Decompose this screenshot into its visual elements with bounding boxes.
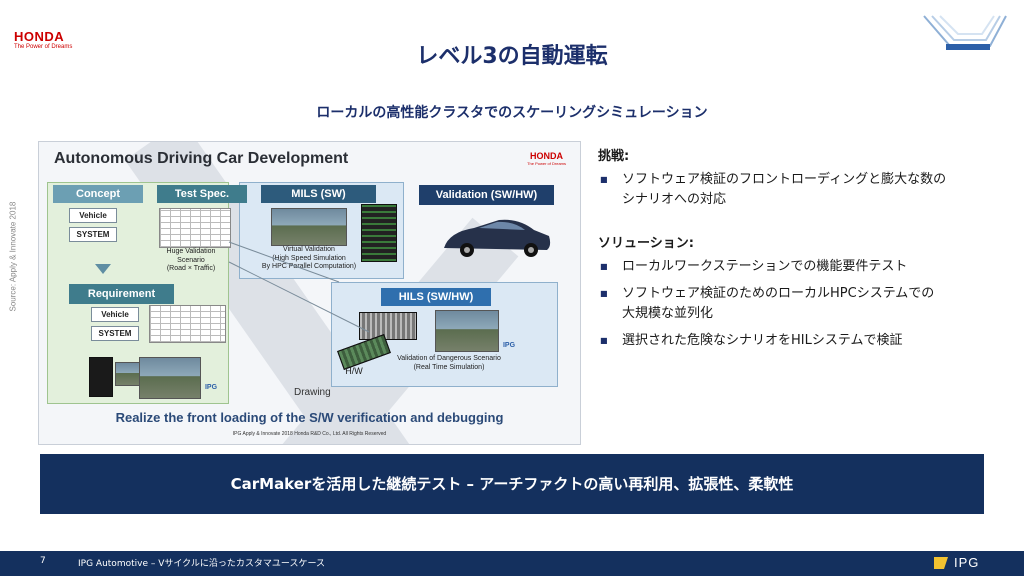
local-sim-screenshot (139, 357, 201, 399)
footer-label: IPG Automotive – Vサイクルに沿ったカスタマユースケース (78, 559, 326, 569)
bullet-line: シナリオへの対応 (622, 192, 727, 207)
test-spec-step: Test Spec. (157, 185, 247, 203)
scenario-table (159, 208, 231, 248)
diagram-title: Autonomous Driving Car Development (54, 150, 349, 167)
diagram-banner: Realize the front loading of the S/W ver… (115, 410, 504, 425)
huge-validation-line: Huge Validation (166, 248, 216, 255)
footer-bar (0, 551, 1024, 576)
requirement-table (149, 305, 226, 343)
bullet-line: ソフトウェア検証のためのローカルHPCシステムでの (622, 286, 935, 301)
drawing-label: Drawing (294, 387, 331, 398)
huge-validation-line: Scenario (177, 256, 205, 264)
slide-title: レベル3の自動運転 (416, 44, 608, 69)
hw-label: H/W (345, 366, 363, 376)
ipg-logo: IPG (932, 554, 992, 572)
ipg-label-2: IPG (502, 342, 516, 349)
development-diagram: Autonomous Driving Car Development HONDA… (38, 141, 581, 445)
ipg-corner-mark (923, 15, 1007, 50)
solution-heading: ソリューション: (598, 236, 694, 251)
challenge-heading: 挑戦: (598, 149, 630, 164)
bullet-line: 大規模な並列化 (622, 306, 714, 321)
slide-subtitle: ローカルの高性能クラスタでのスケーリングシミュレーション (316, 105, 708, 121)
car-image (444, 219, 551, 257)
hils-step: HILS (SW/HW) (381, 288, 491, 306)
diagram-honda-tagline: The Power of Dreams (527, 161, 566, 166)
hpc-rack-image (361, 204, 397, 262)
diagram-honda-word: HONDA (530, 151, 564, 161)
callout-banner: CarMakerを活用した継続テスト – アーチファクトの高い再利用、拡張性、柔… (40, 454, 984, 514)
page-number: 7 (40, 556, 46, 566)
diagram-honda-logo: HONDA The Power of Dreams (527, 152, 566, 167)
system-label: SYSTEM (69, 227, 117, 242)
diagram-footer: IPG Apply & Innovate 2018 Honda R&D Co.,… (232, 431, 387, 437)
hils-validation-line: (Real Time Simulation) (413, 363, 485, 371)
virtual-validation-caption: Virtual Validation (High Speed Simulatio… (244, 246, 374, 272)
hils-validation-line: Validation of Dangerous Scenario (397, 355, 501, 362)
honda-logo: HONDA The Power of Dreams (14, 30, 94, 51)
huge-validation-line: (Road × Traffic) (166, 265, 216, 272)
honda-logo-word: HONDA (14, 29, 65, 44)
workstation-image (89, 357, 113, 397)
huge-validation-caption: Huge Validation Scenario (Road × Traffic… (151, 248, 231, 274)
vehicle-label-2: Vehicle (91, 307, 139, 322)
bullet-line: ソフトウェア検証のフロントローディングと膨大な数の (622, 172, 947, 187)
ipg-logo-text: IPG (954, 555, 980, 570)
hils-validation-caption: Validation of Dangerous Scenario (Real T… (379, 355, 519, 372)
honda-logo-tagline: The Power of Dreams (14, 44, 73, 50)
virtual-validation-line: Virtual Validation (283, 246, 335, 253)
source-credit: Source: Apply & Innovate 2018 (8, 201, 18, 312)
bullet-line: ローカルワークステーションでの機能要件テスト (622, 259, 908, 274)
virtual-validation-line: By HPC Parallel Computation) (261, 263, 357, 270)
validation-step: Validation (SW/HW) (419, 185, 554, 205)
monitor-image (115, 362, 143, 386)
ipg-logo-icon (934, 557, 948, 569)
mils-step: MILS (SW) (261, 185, 376, 203)
requirement-step: Requirement (69, 284, 174, 304)
virtual-sim-screenshot (271, 208, 347, 246)
hils-hardware-image (359, 312, 417, 340)
virtual-validation-line: (High Speed Simulation (272, 254, 346, 262)
concept-step: Concept (53, 185, 143, 203)
hils-sim-screenshot (435, 310, 499, 352)
vehicle-label: Vehicle (69, 208, 117, 223)
solution-bullet: ソフトウェア検証のためのローカルHPCシステムでの 大規模な並列化 (600, 284, 992, 324)
ipg-label: IPG (204, 384, 218, 391)
bullet-line: 選択された危険なシナリオをHILシステムで検証 (622, 333, 903, 348)
solution-bullet: 選択された危険なシナリオをHILシステムで検証 (600, 331, 992, 351)
solution-bullet: ローカルワークステーションでの機能要件テスト (600, 257, 992, 277)
challenge-bullet: ソフトウェア検証のフロントローディングと膨大な数の シナリオへの対応 (600, 170, 992, 210)
flow-arrows (95, 241, 370, 333)
system-label-2: SYSTEM (91, 326, 139, 341)
